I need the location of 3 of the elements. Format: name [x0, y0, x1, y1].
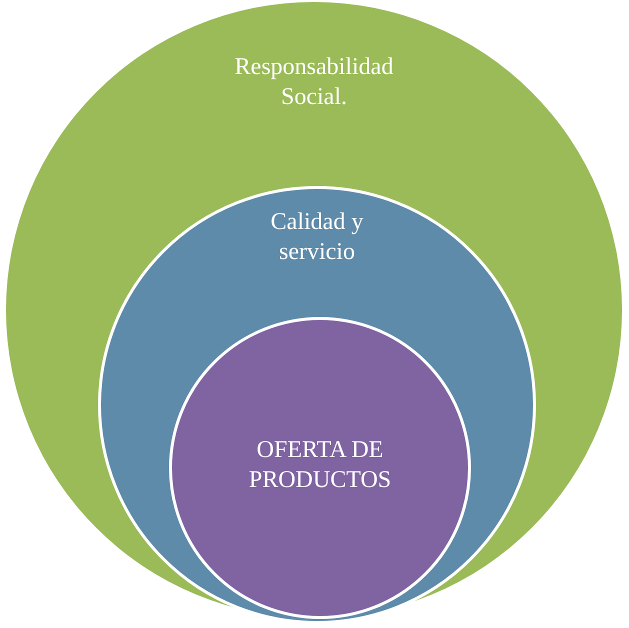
- circle-label: Responsabilidad Social.: [234, 53, 394, 112]
- circle-label: Calidad y servicio: [270, 208, 364, 267]
- circle-label: OFERTA DE PRODUCTOS: [248, 436, 392, 495]
